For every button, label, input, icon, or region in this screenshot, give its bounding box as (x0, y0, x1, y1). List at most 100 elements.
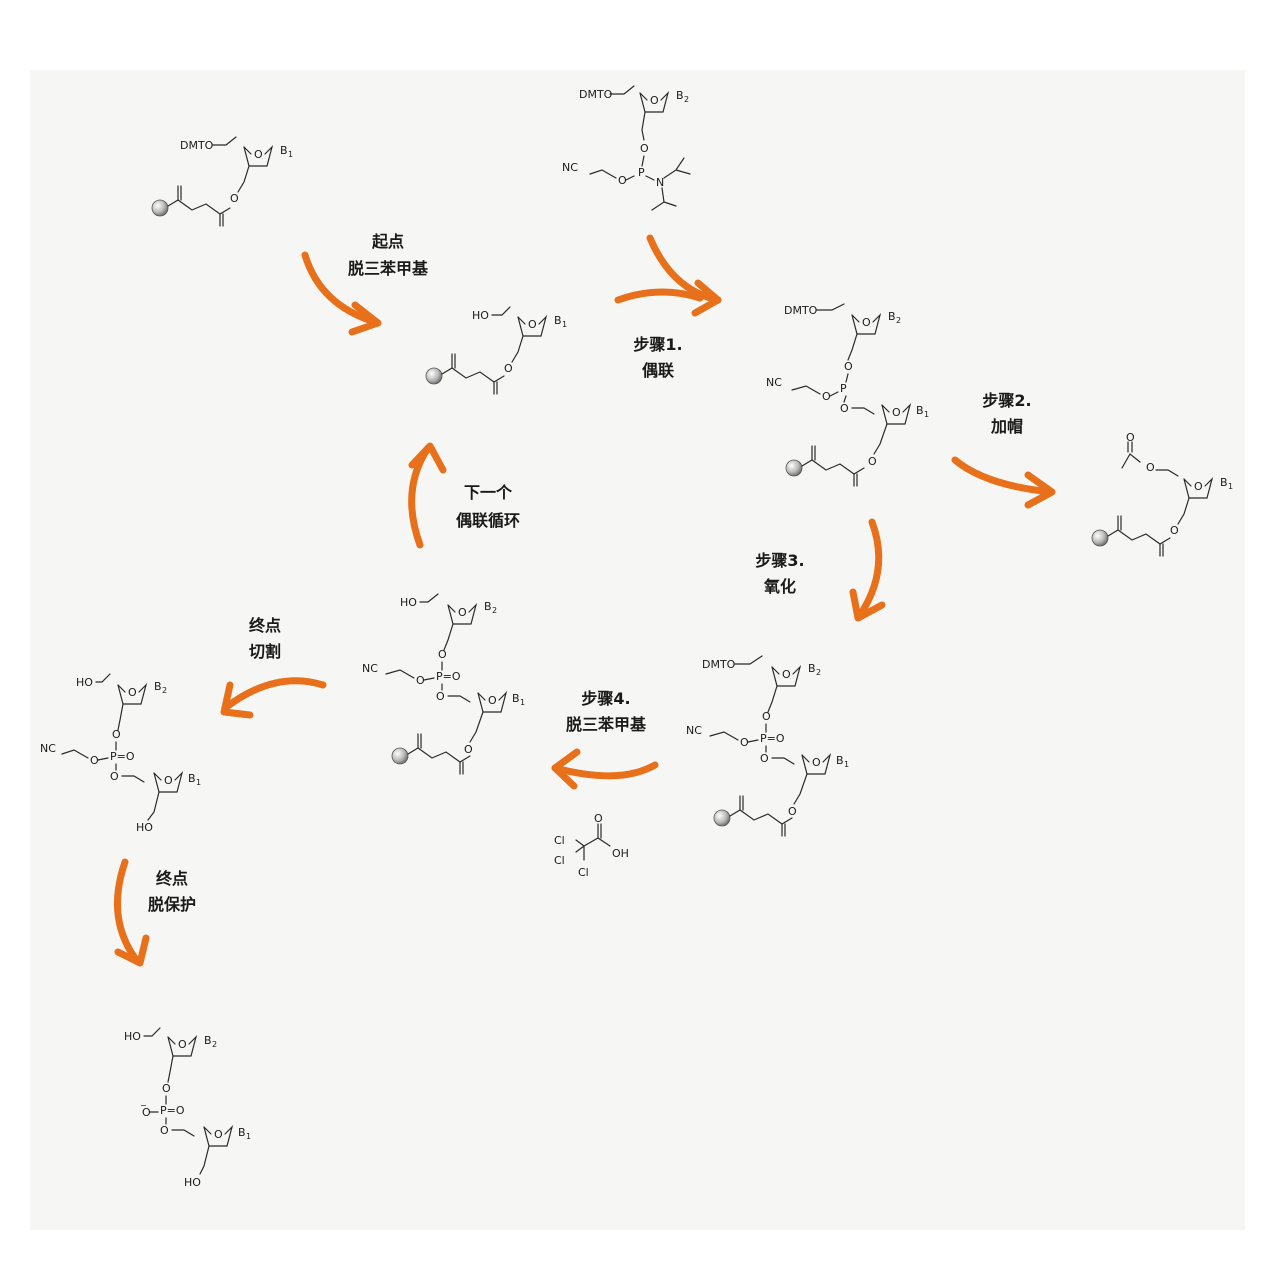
arrow-step1-coupling (646, 234, 722, 304)
background-panel (30, 70, 1245, 1230)
svg-text:2: 2 (896, 316, 901, 325)
svg-text:P: P (840, 382, 847, 395)
label-step2-1: 步骤2. (982, 391, 1031, 410)
svg-text:HO: HO (124, 1030, 141, 1043)
svg-text:HO: HO (184, 1176, 201, 1189)
label-next-1: 下一个 (464, 483, 513, 502)
svg-text:2: 2 (492, 606, 497, 615)
label-deprotect-2: 脱保护 (148, 895, 196, 914)
label-start-1: 起点 (371, 232, 404, 251)
svg-text:OH: OH (612, 847, 629, 860)
label-step1-2: 偶联 (642, 361, 674, 380)
svg-text:B: B (1220, 476, 1228, 489)
svg-text:Cl: Cl (554, 854, 565, 867)
label-deprotect-1: 终点 (156, 869, 188, 888)
svg-text:O: O (1126, 431, 1135, 444)
label-step4-2: 脱三苯甲基 (566, 715, 647, 734)
svg-text:2: 2 (684, 95, 689, 104)
svg-text:2: 2 (162, 686, 167, 695)
svg-text:B: B (808, 662, 816, 675)
arrow-end-cleavage (221, 677, 327, 712)
svg-text:P: P (638, 166, 645, 179)
svg-text:1: 1 (844, 760, 849, 769)
reagent-trichloroacetic-acid: O OH Cl Cl Cl (554, 812, 629, 879)
svg-text:NC: NC (40, 742, 56, 755)
svg-text:O: O (464, 743, 473, 756)
svg-text:DMTO: DMTO (702, 658, 736, 671)
svg-text:1: 1 (924, 410, 929, 419)
svg-text:O: O (1170, 524, 1179, 537)
svg-text:1: 1 (288, 150, 293, 159)
svg-text:B: B (676, 89, 684, 102)
svg-text:HO: HO (400, 596, 417, 609)
svg-text:1: 1 (520, 698, 525, 707)
svg-text:B: B (836, 754, 844, 767)
label-step4-1: 步骤4. (581, 689, 630, 708)
arrow-start-deprotect (301, 251, 379, 326)
svg-text:NC: NC (562, 161, 578, 174)
label-step3-2: 氧化 (763, 577, 796, 596)
svg-text:Cl: Cl (554, 834, 565, 847)
svg-text:B: B (512, 692, 520, 705)
arrows (113, 234, 1056, 967)
label-cleave-2: 切割 (249, 642, 281, 661)
svg-text:O: O (416, 674, 425, 687)
svg-text:N: N (656, 176, 664, 189)
svg-text:O: O (438, 648, 447, 661)
svg-text:HO: HO (76, 676, 93, 689)
svg-text:−: − (140, 1101, 147, 1110)
svg-text:HO: HO (472, 309, 489, 322)
svg-text:B: B (554, 314, 562, 327)
svg-text:1: 1 (1228, 482, 1233, 491)
svg-text:O: O (822, 390, 831, 403)
arrow-step4-detritylation (551, 761, 659, 780)
svg-text:2: 2 (816, 668, 821, 677)
svg-text:1: 1 (246, 1132, 251, 1141)
svg-text:O: O (230, 192, 239, 205)
svg-text:O: O (740, 736, 749, 749)
svg-text:B: B (188, 772, 196, 785)
svg-text:O: O (788, 805, 797, 818)
svg-text:1: 1 (562, 320, 567, 329)
arrow-end-deprotection (113, 858, 142, 966)
svg-text:P=O: P=O (160, 1104, 185, 1117)
label-step2-2: 加帽 (990, 417, 1023, 436)
svg-text:NC: NC (766, 376, 782, 389)
label-start-2: 脱三苯甲基 (348, 259, 429, 278)
step-labels: 起点 脱三苯甲基 步骤1. 偶联 步骤2. 加帽 步骤3. 氧化 步骤4. 脱三… (148, 232, 1032, 914)
svg-text:O: O (160, 1124, 169, 1137)
svg-text:B: B (154, 680, 162, 693)
svg-text:O: O (762, 710, 771, 723)
svg-text:O: O (162, 1082, 171, 1095)
svg-text:P=O: P=O (436, 670, 461, 683)
svg-text:DMTO: DMTO (784, 304, 818, 317)
label-next-2: 偶联循环 (456, 511, 520, 530)
svg-text:P=O: P=O (110, 750, 135, 763)
arrow-step2-capping (951, 456, 1054, 496)
arrow-step3-oxidation (856, 518, 883, 619)
svg-text:1: 1 (196, 778, 201, 787)
svg-text:O: O (640, 142, 649, 155)
svg-text:2: 2 (212, 1040, 217, 1049)
svg-text:O: O (594, 812, 603, 825)
svg-text:O: O (436, 690, 445, 703)
svg-text:P=O: P=O (760, 732, 785, 745)
svg-text:O: O (90, 754, 99, 767)
svg-text:B: B (238, 1126, 246, 1139)
svg-text:Cl: Cl (578, 866, 589, 879)
svg-text:O: O (618, 174, 627, 187)
svg-text:B: B (204, 1034, 212, 1047)
svg-text:O: O (504, 362, 513, 375)
svg-text:B: B (916, 404, 924, 417)
svg-text:B: B (888, 310, 896, 323)
svg-text:DMTO: DMTO (180, 139, 214, 152)
